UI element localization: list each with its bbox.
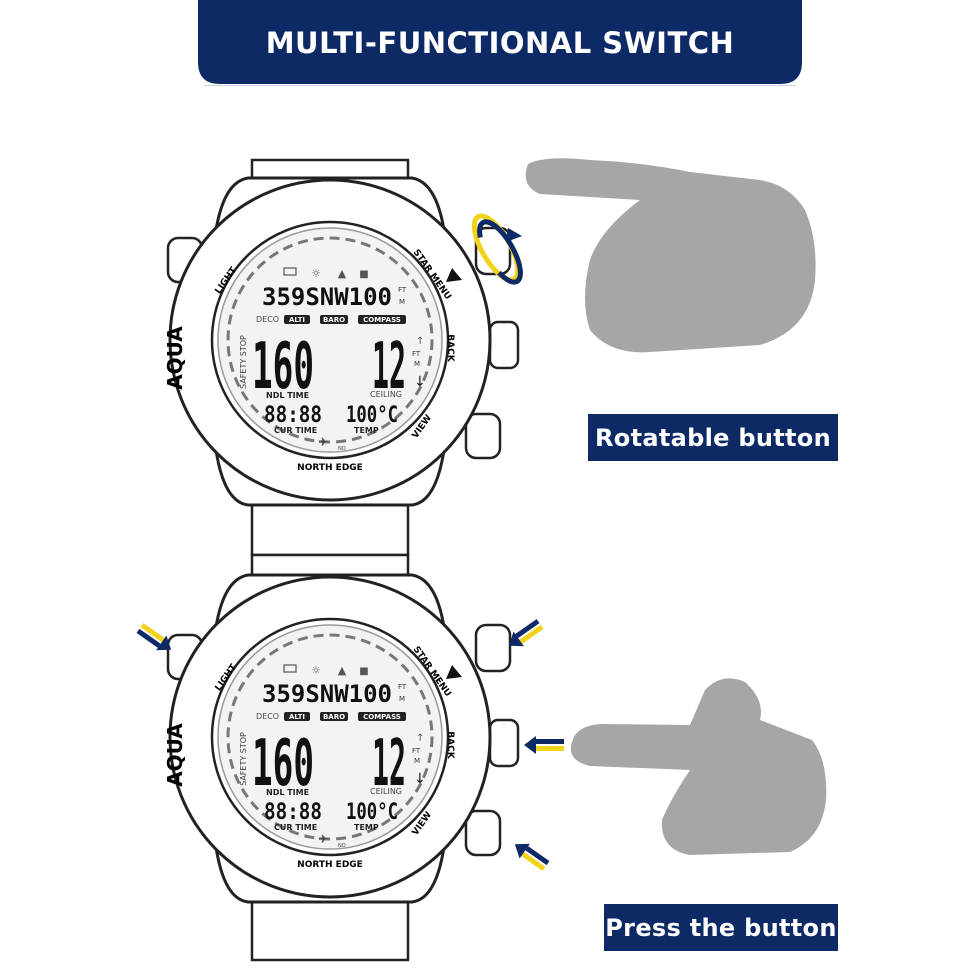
brand-label: AQUA — [163, 723, 187, 787]
mode-baro: BARO — [323, 316, 345, 324]
lcd-line1-unit-m: M — [399, 695, 405, 703]
brand-label: AQUA — [163, 326, 187, 390]
battery-icon — [283, 664, 297, 673]
ndl-time-label: NDL TIME — [266, 391, 309, 400]
lcd-time: 88:88 — [264, 403, 322, 428]
rotate-arrow-icon — [471, 213, 523, 285]
temp-label: TEMP — [354, 823, 379, 832]
triangle-icon — [446, 268, 462, 282]
press-button-label: Press the button — [604, 904, 838, 951]
no-label: NO — [338, 446, 346, 452]
down-arrow-icon: ↓ — [414, 374, 426, 390]
ceiling-label: CEILING — [370, 787, 402, 796]
cur-time-label: CUR TIME — [274, 426, 317, 435]
lcd-big-left: 160 — [252, 727, 314, 801]
lcd-line1: 359SNW100 — [262, 680, 392, 708]
safety-stop-label: SAFETY STOP — [239, 335, 248, 389]
no-label: NO — [338, 843, 346, 849]
rotatable-button-label: Rotatable button — [588, 414, 838, 461]
ft-label: FT — [412, 747, 421, 755]
tree-icon: ▲ — [338, 664, 347, 677]
bezel-back-label: BACK — [445, 334, 455, 362]
lcd-line1: 359SNW100 — [262, 283, 392, 311]
lcd-big-right: 12 — [372, 330, 406, 404]
ceiling-label: CEILING — [370, 390, 402, 399]
lcd-line1-unit-m: M — [399, 298, 405, 306]
weather-icon: ☼ — [311, 267, 321, 280]
star-menu-button-top[interactable] — [474, 226, 512, 276]
weather-icon: ☼ — [311, 664, 321, 677]
battery-icon — [283, 267, 297, 276]
pointing-hand-icon — [570, 678, 827, 855]
ndl-time-label: NDL TIME — [266, 788, 309, 797]
lcd-line1-unit-ft: FT — [398, 286, 407, 294]
lcd-temp: 100°C — [346, 403, 398, 428]
lcd-time: 88:88 — [264, 800, 322, 825]
cur-time-label: CUR TIME — [274, 823, 317, 832]
m-label: M — [414, 360, 420, 368]
mode-compass: COMPASS — [363, 713, 401, 721]
safety-stop-label: SAFETY STOP — [239, 732, 248, 786]
airplane-icon: ✈ — [318, 435, 328, 449]
deco-label: DECO — [256, 315, 279, 324]
tree-icon: ▲ — [338, 267, 347, 280]
down-arrow-icon: ↓ — [414, 771, 426, 787]
m-label: M — [414, 757, 420, 765]
up-arrow-icon: ↑ — [416, 336, 424, 347]
lcd-temp: 100°C — [346, 800, 398, 825]
mode-alti: ALTI — [289, 713, 305, 721]
deco-label: DECO — [256, 712, 279, 721]
lock-icon: ■ — [359, 269, 368, 280]
maker-label: NORTH EDGE — [297, 463, 363, 473]
maker-label: NORTH EDGE — [297, 860, 363, 870]
star-menu-button-bottom[interactable] — [474, 623, 512, 673]
mode-baro: BARO — [323, 713, 345, 721]
airplane-icon: ✈ — [318, 832, 328, 846]
lock-icon: ■ — [359, 666, 368, 677]
bezel-back-label: BACK — [445, 731, 455, 759]
title-banner — [198, 0, 802, 86]
lcd-big-left: 160 — [252, 330, 314, 404]
pointing-hand-icon — [525, 158, 816, 353]
view-button-top[interactable] — [464, 412, 502, 460]
lcd-line1-unit-ft: FT — [398, 683, 407, 691]
press-arrow-icon — [136, 619, 564, 871]
temp-label: TEMP — [354, 426, 379, 435]
up-arrow-icon: ↑ — [416, 733, 424, 744]
mode-compass: COMPASS — [363, 316, 401, 324]
ft-label: FT — [412, 350, 421, 358]
lcd-big-right: 12 — [372, 727, 406, 801]
triangle-icon — [446, 665, 462, 679]
view-button-bottom[interactable] — [464, 809, 502, 857]
mode-alti: ALTI — [289, 316, 305, 324]
page-title: MULTI-FUNCTIONAL SWITCH — [265, 26, 735, 60]
